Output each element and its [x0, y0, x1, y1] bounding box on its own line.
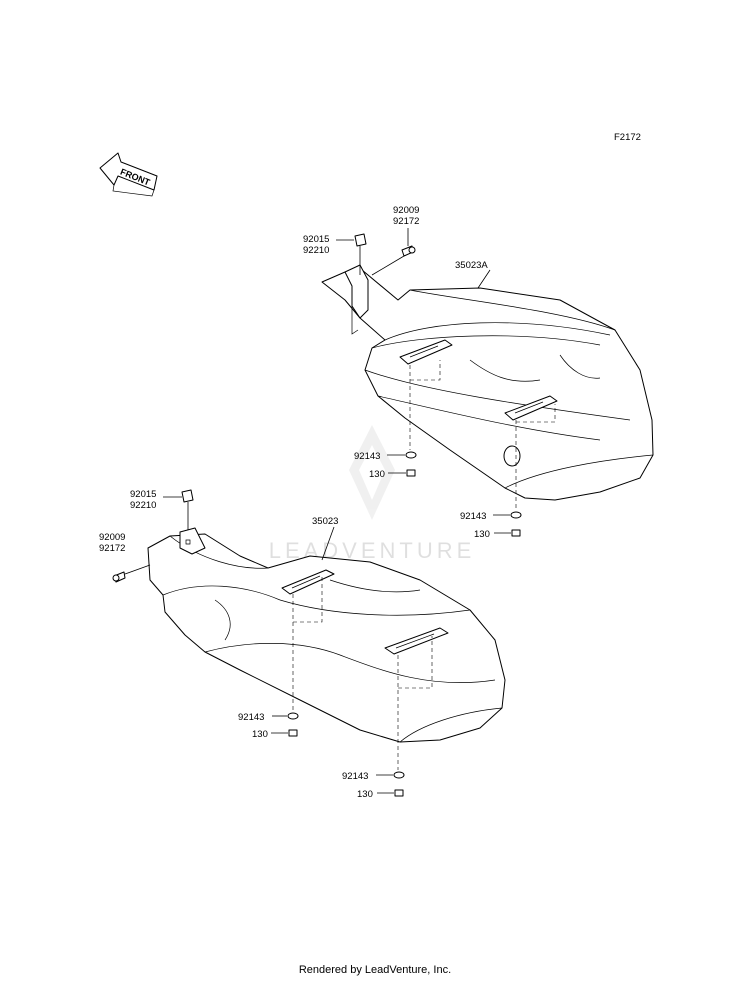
label-92143-lower-b: 92143 — [342, 771, 368, 782]
clip-92015-lower[interactable] — [181, 489, 194, 503]
label-92143-upper-b: 92143 — [460, 511, 486, 522]
label-35023: 35023 — [312, 516, 338, 527]
label-92015-upper: 92015 — [303, 234, 329, 245]
label-92172-upper: 92172 — [393, 216, 419, 227]
clip-92015-upper[interactable] — [354, 233, 367, 247]
bolt-130-upper-b[interactable] — [511, 529, 521, 537]
nut-92143-upper-b[interactable] — [510, 511, 522, 519]
screw-92009-upper[interactable] — [401, 245, 416, 257]
fender-35023[interactable] — [147, 527, 506, 743]
label-92210-upper: 92210 — [303, 245, 329, 256]
fender-35023a[interactable] — [321, 264, 654, 501]
label-92009-upper: 92009 — [393, 205, 419, 216]
label-92009-lower: 92009 — [99, 532, 125, 543]
label-130-upper-b: 130 — [474, 529, 490, 540]
front-arrow-icon: FRONT — [99, 152, 158, 197]
bolt-130-lower-a[interactable] — [288, 729, 298, 737]
label-92143-lower-a: 92143 — [238, 712, 264, 723]
figure-code: F2172 — [614, 132, 641, 143]
nut-92143-lower-a[interactable] — [287, 712, 299, 720]
label-92172-lower: 92172 — [99, 543, 125, 554]
label-35023a: 35023A — [455, 260, 488, 271]
label-92015-lower: 92015 — [130, 489, 156, 500]
bolt-130-upper-a[interactable] — [406, 469, 416, 477]
footer-credit: Rendered by LeadVenture, Inc. — [298, 964, 452, 976]
label-92143-upper-a: 92143 — [354, 451, 380, 462]
label-130-lower-b: 130 — [357, 789, 373, 800]
label-130-lower-a: 130 — [252, 729, 268, 740]
label-92210-lower: 92210 — [130, 500, 156, 511]
bolt-130-lower-b[interactable] — [394, 789, 404, 797]
nut-92143-lower-b[interactable] — [393, 771, 405, 779]
watermark-logo — [349, 425, 395, 520]
label-130-upper-a: 130 — [369, 469, 385, 480]
nut-92143-upper-a[interactable] — [405, 451, 417, 459]
screw-92009-lower[interactable] — [112, 571, 126, 583]
